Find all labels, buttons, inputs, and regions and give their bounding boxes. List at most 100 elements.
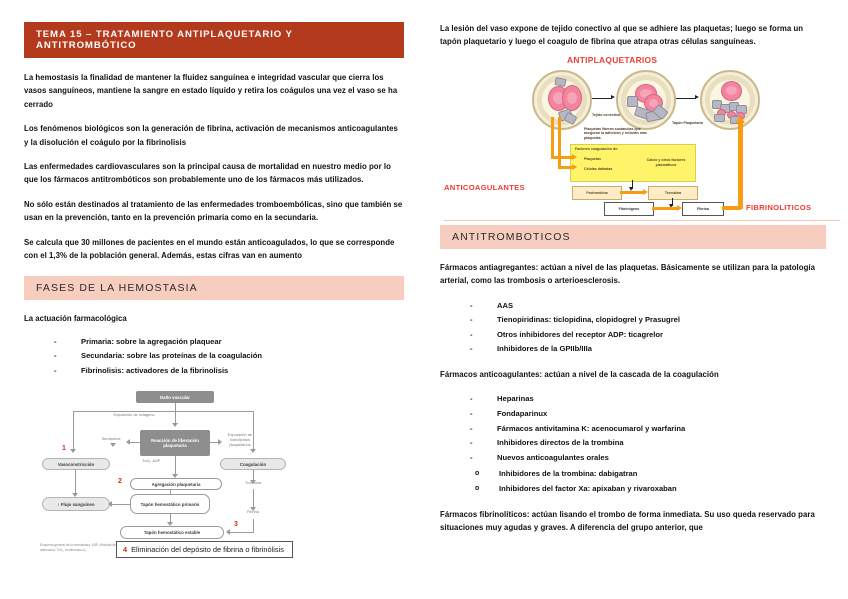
flow-node-tapon-estable: Tapón hemostático estable xyxy=(120,526,224,540)
flow-step-number-4: 4 xyxy=(123,545,128,555)
diagram-arrow-line xyxy=(632,179,634,189)
left-column: TEMA 15 – TRATAMIENTO ANTIPLAQUETARIO Y … xyxy=(0,0,424,599)
red-blood-cell xyxy=(562,84,582,111)
flow-node-agregacion: Agregación plaquetaria xyxy=(130,478,222,491)
platelet xyxy=(554,76,567,87)
diagram-coagulation-factors-box xyxy=(570,143,696,182)
list-item: Inhibidores del factor Xa: apixaban y ri… xyxy=(475,482,826,497)
flow-arrow xyxy=(226,529,230,536)
list-item: Secundaria: sobre las proteínas de la co… xyxy=(54,349,404,364)
flow-arrow xyxy=(172,474,178,479)
list-item: AAS xyxy=(470,299,826,314)
orange-arrow-head xyxy=(677,204,682,211)
orange-connector xyxy=(738,122,743,209)
diagram-box-fibrinogeno: Fibrinógeno xyxy=(604,201,654,216)
diagram-label-celulas-danadas: Células dañadas xyxy=(584,166,613,171)
orange-arrow-head xyxy=(735,115,745,123)
orange-connector xyxy=(558,116,561,169)
diagram-box-protrombina: Protrombina xyxy=(572,185,622,200)
flow-caption: Esquema general de la hemostasia. ADP, d… xyxy=(40,543,116,553)
flow-arrow xyxy=(172,423,178,428)
flow-label-fibrina: Fibrina xyxy=(247,509,259,515)
diagram-minor-caption xyxy=(544,53,545,57)
paragraph-fenomenos: Los fenómenos biológicos son la generaci… xyxy=(24,124,398,147)
diagram-title-fibrinoliticos: FIBRINOLITICOS xyxy=(746,202,812,212)
flow-arrow xyxy=(108,501,112,508)
lead-actuacion: La actuación farmacológica xyxy=(24,314,127,324)
flow-edge xyxy=(130,442,140,444)
page-title: TEMA 15 – TRATAMIENTO ANTIPLAQUETARIO Y … xyxy=(24,22,404,58)
diagram-label-tapon-plaquetario: Tapón Plaquetario xyxy=(672,120,704,125)
paragraph-lesion-vaso: La lesión del vaso expone de tejido cone… xyxy=(440,24,804,47)
diagram-arrow-head xyxy=(669,203,673,208)
diagram-arrow-head xyxy=(629,186,633,191)
flow-arrow xyxy=(218,439,222,446)
paragraph-anticoagulantes: Fármacos anticoagulantes: actúan a nivel… xyxy=(440,369,719,379)
paragraph-fibrinoliticos: Fármacos fibrinolíticos: actúan lisando … xyxy=(440,509,815,533)
diagram-arrow-line xyxy=(676,97,696,99)
flow-arrow xyxy=(250,507,256,512)
paragraph-estadisticas: Se calcula que 30 millones de pacientes … xyxy=(24,237,395,261)
orange-connector xyxy=(652,206,678,210)
list-item: Primaria: sobre la agregación plaquear xyxy=(54,335,404,350)
vessel-stage-3 xyxy=(700,69,760,130)
list-item: Heparinas xyxy=(470,392,826,407)
flow-edge xyxy=(73,411,253,413)
flow-edge xyxy=(175,456,176,477)
orange-connector xyxy=(551,155,573,159)
flow-step-number-3: 3 xyxy=(234,521,238,529)
orange-arrow-head xyxy=(572,153,577,160)
diagram-title-antiplaquetarios: ANTIPLAQUETARIOS xyxy=(567,54,658,65)
diagram-arrow-line xyxy=(592,97,612,99)
flow-edge xyxy=(253,470,254,483)
list-item: Inhibidores directos de la trombina xyxy=(470,436,826,451)
list-item: Otros inhibidores del receptor ADP: tica… xyxy=(470,328,826,343)
platelet xyxy=(627,95,638,107)
flow-edge xyxy=(253,411,254,452)
flow-edge xyxy=(253,489,254,510)
flow-node-coagulacion: Coagulación xyxy=(220,458,286,471)
flow-step-number-1: 1 xyxy=(62,445,66,453)
list-item: Fondaparinux xyxy=(470,407,826,422)
flow-arrow xyxy=(250,480,256,485)
flow-edge xyxy=(75,470,76,496)
diagram-label-calcio: Calcio y otros factores plasmáticos xyxy=(646,157,686,167)
flow-edge xyxy=(73,411,74,452)
list-fases: Primaria: sobre la agregación plaquear S… xyxy=(24,335,404,379)
list-item: Nuevos anticoagulantes orales xyxy=(470,451,826,466)
diagram-label-tejido-conectivo: Tejido conectivo xyxy=(592,112,621,117)
orange-connector xyxy=(620,190,644,194)
flow-arrow xyxy=(110,443,116,448)
flow-arrow xyxy=(72,493,78,498)
platelet xyxy=(714,113,725,122)
right-column: La lesión del vaso expone de tejido cone… xyxy=(424,0,848,599)
flow-arrow xyxy=(250,449,256,454)
flow-step-number-2: 2 xyxy=(118,478,122,486)
list-antiagregantes: AAS Tienopiridinas: ticlopidina, clopido… xyxy=(440,299,826,357)
flow-edge xyxy=(110,504,130,506)
flow-edge xyxy=(210,442,220,444)
coagulation-diagram: ANTIPLAQUETARIOS xyxy=(444,53,840,221)
list-item: Tienopiridinas: ticlopidina, clopidogrel… xyxy=(470,313,826,328)
diagram-arrow-head xyxy=(611,94,615,99)
diagram-label-plaquetas-liberan: Plaquetas liberan sustancias que asegura… xyxy=(584,126,647,141)
flow-banner-label: Eliminación del depósito de fibrina o fi… xyxy=(131,545,284,555)
list-item: Inhibidores de la GPIIb/IIIa xyxy=(470,342,826,357)
orange-connector xyxy=(558,165,573,169)
diagram-label-factores-coagulacion: Factores coagulación de: xyxy=(575,146,619,151)
paragraph-cardiovasculares: Las enfermedades cardiovasculares son la… xyxy=(24,162,391,185)
flow-arrow xyxy=(126,439,130,446)
hemostasis-flowchart: Daño vascular Exposición de colágeno Rea… xyxy=(38,389,378,572)
flow-edge xyxy=(230,532,254,534)
paragraph-antiagregantes: Fármacos antiagregantes: actúan a nivel … xyxy=(440,262,815,286)
orange-arrow-head xyxy=(572,163,577,170)
orange-arrow-head xyxy=(643,188,648,195)
flow-label-fosfolipidos: Exposición de fosfolípidos plaquetarios xyxy=(227,432,253,447)
list-item: Inhibidores de la trombina: dabigatran xyxy=(475,467,826,482)
list-nuevos-orales: Inhibidores de la trombina: dabigatran I… xyxy=(440,467,826,497)
flow-node-reaccion-liberacion: Reacción de liberación plaquetaria xyxy=(140,430,210,457)
section-heading-antitromboticos: ANTITROMBOTICOS xyxy=(440,224,826,249)
paragraph-hemostasis: La hemostasis la finalidad de mantener l… xyxy=(24,73,398,109)
